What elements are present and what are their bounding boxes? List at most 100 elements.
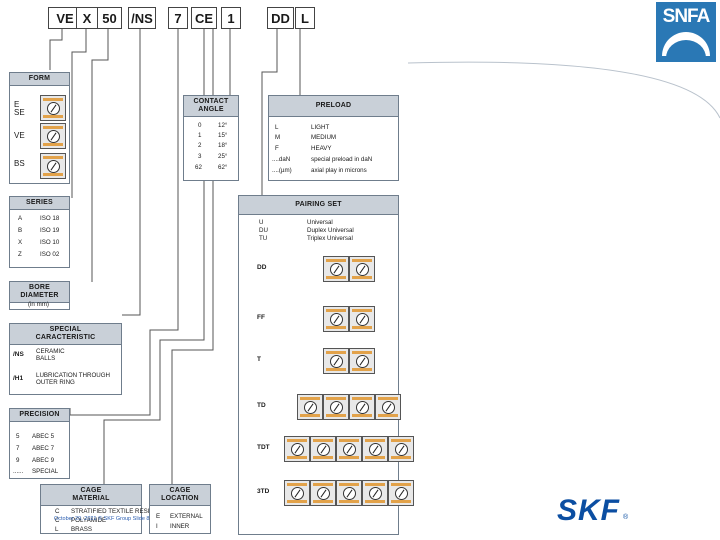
pairing-panel: PAIRING SET U Universal DU Duplex Univer… bbox=[238, 195, 414, 535]
bore-unit: (in mm) bbox=[28, 301, 49, 308]
preload-row: ....daN bbox=[272, 156, 291, 163]
pairing-set-code: 3TD bbox=[257, 488, 270, 495]
precision-panel: PRECISION 5 ABEC 5 7 ABEC 7 9 ABEC 9 ...… bbox=[9, 408, 70, 479]
pairing-title: PAIRING SET bbox=[239, 196, 398, 215]
pairing-bearing-icon bbox=[349, 394, 375, 420]
pairing-set-code: T bbox=[257, 356, 261, 363]
pairing-intro-row-desc: Duplex Universal bbox=[307, 227, 354, 234]
pairing-bearing-icon bbox=[297, 394, 323, 420]
pairing-bearing-icon bbox=[323, 394, 349, 420]
code-box-bore: 50 bbox=[97, 7, 122, 29]
precision-row-desc: ABEC 7 bbox=[32, 445, 55, 452]
contact-angle-row-desc: 25° bbox=[218, 153, 228, 160]
form-bs-bearing-icon bbox=[40, 153, 66, 179]
cage-material-title: CAGE MATERIAL bbox=[41, 485, 141, 506]
contact-angle-row-desc: 18° bbox=[218, 142, 228, 149]
form-code-ve: VE bbox=[14, 131, 25, 140]
snfa-logo-text: SNFA bbox=[662, 6, 711, 27]
cage-location-row-desc: INNER bbox=[170, 523, 190, 530]
precision-row: 9 bbox=[16, 457, 20, 464]
series-row: Z bbox=[18, 251, 22, 258]
preload-row-desc: LIGHT bbox=[311, 124, 330, 131]
precision-title: PRECISION bbox=[10, 409, 69, 422]
preload-panel: PRELOAD L LIGHT M MEDIUM F HEAVY ....daN… bbox=[268, 95, 399, 181]
preload-row-desc: MEDIUM bbox=[311, 134, 337, 141]
pairing-bearing-icon bbox=[323, 348, 349, 374]
contact-angle-row: 62 bbox=[195, 164, 202, 171]
cage-material-panel: CAGE MATERIAL C STRATIFIED TEXTILE RESIN… bbox=[40, 484, 154, 534]
pairing-bearing-icon bbox=[362, 480, 388, 506]
code-box-form: VE bbox=[48, 7, 82, 29]
pairing-set-code: TD bbox=[257, 402, 266, 409]
pairing-bearing-icon bbox=[284, 436, 310, 462]
skf-logo: SKF ® bbox=[557, 494, 669, 527]
series-row: B bbox=[18, 227, 23, 234]
pairing-intro-row-desc: Universal bbox=[307, 219, 333, 226]
series-row-desc: ISO 18 bbox=[40, 215, 60, 222]
form-code-e: E SE bbox=[14, 100, 25, 117]
contact-angle-row-desc: 62° bbox=[218, 164, 228, 171]
preload-row: F bbox=[275, 145, 279, 152]
series-row-desc: ISO 19 bbox=[40, 227, 60, 234]
contact-angle-title: CONTACT ANGLE bbox=[184, 96, 238, 117]
preload-row-desc: special preload in daN bbox=[311, 156, 373, 163]
skf-logo-text: SKF bbox=[557, 494, 620, 527]
cage-material-row-desc: POLYAMIDE bbox=[71, 517, 107, 524]
pairing-intro-row: DU bbox=[259, 227, 268, 234]
pairing-set-code: TDT bbox=[257, 444, 270, 451]
pairing-bearing-icon bbox=[336, 480, 362, 506]
special-title: SPECIAL CARACTERISTIC bbox=[10, 324, 121, 345]
pairing-bearing-icon bbox=[323, 306, 349, 332]
precision-row-desc: SPECIAL bbox=[32, 468, 59, 475]
cage-location-row-desc: EXTERNAL bbox=[170, 513, 203, 520]
pairing-bearing-icon bbox=[310, 436, 336, 462]
code-box-pairing: DD bbox=[267, 7, 294, 29]
pairing-bearing-icon bbox=[349, 306, 375, 332]
code-box-preload: L bbox=[295, 7, 315, 29]
precision-row: 5 bbox=[16, 433, 20, 440]
cage-location-row: E bbox=[156, 513, 161, 520]
cage-location-row: I bbox=[156, 523, 158, 530]
series-row-desc: ISO 10 bbox=[40, 239, 60, 246]
preload-row: M bbox=[275, 134, 281, 141]
special-desc-h1: LUBRICATION THROUGH OUTER RING bbox=[36, 372, 111, 386]
contact-angle-row: 2 bbox=[198, 142, 202, 149]
pairing-set-code: DD bbox=[257, 264, 267, 271]
cage-location-title: CAGE LOCATION bbox=[150, 485, 210, 506]
snfa-wave-inner-icon bbox=[666, 40, 706, 58]
preload-title: PRELOAD bbox=[269, 96, 398, 117]
preload-row: ....(µm) bbox=[272, 167, 292, 174]
code-box-cage: CE bbox=[191, 7, 217, 29]
code-box-precision: 7 bbox=[168, 7, 188, 29]
pairing-bearing-icon bbox=[323, 256, 349, 282]
pairing-bearing-icon bbox=[362, 436, 388, 462]
series-panel: SERIES A ISO 18 B ISO 19 X ISO 10 Z ISO … bbox=[9, 196, 70, 268]
precision-row: 7 bbox=[16, 445, 20, 452]
snfa-logo: SNFA bbox=[656, 2, 716, 62]
special-code-ns: /NS bbox=[13, 351, 24, 358]
preload-row-desc: HEAVY bbox=[311, 145, 332, 152]
footer-slide-info: October 29, 2021 © SKF Group Slide 8 bbox=[54, 516, 150, 522]
pairing-bearing-icon bbox=[310, 480, 336, 506]
pairing-bearing-icon bbox=[349, 256, 375, 282]
precision-row-desc: ABEC 9 bbox=[32, 457, 55, 464]
contact-angle-row-desc: 12° bbox=[218, 122, 228, 129]
cage-location-panel: CAGE LOCATION E EXTERNAL I INNER bbox=[149, 484, 211, 534]
pairing-intro-row: U bbox=[259, 219, 264, 226]
pairing-bearing-icon bbox=[388, 480, 414, 506]
skf-registered-mark: ® bbox=[623, 513, 629, 521]
precision-row: ...... bbox=[13, 468, 24, 475]
contact-angle-panel: CONTACT ANGLE 0 12° 1 15° 2 18° 3 25° 62… bbox=[183, 95, 239, 181]
special-code-h1: /H1 bbox=[13, 375, 24, 382]
series-row: A bbox=[18, 215, 23, 222]
code-box-special: /NS bbox=[128, 7, 156, 29]
series-title: SERIES bbox=[10, 197, 69, 210]
precision-row-desc: ABEC 5 bbox=[32, 433, 55, 440]
pairing-bearing-icon bbox=[349, 348, 375, 374]
pairing-bearing-icon bbox=[375, 394, 401, 420]
form-code-bs: BS bbox=[14, 159, 25, 168]
code-box-contact-angle: 1 bbox=[221, 7, 241, 29]
preload-row-desc: axial play in microns bbox=[311, 167, 367, 174]
cage-material-row-desc: BRASS bbox=[71, 526, 92, 533]
pairing-bearing-icon bbox=[284, 480, 310, 506]
